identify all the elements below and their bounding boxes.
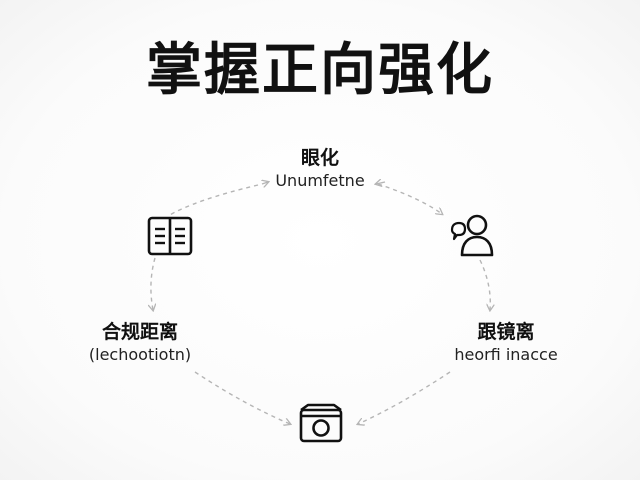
node-top-label-group: 眼化 Unumfetne <box>220 146 420 192</box>
connector-left-to-left-label <box>151 257 155 310</box>
node-left-bottom-label-group: 合规距离 (lechootiotn) <box>40 320 240 366</box>
book-icon <box>147 216 193 256</box>
person-chat-icon <box>450 214 494 257</box>
diagram-title: 掌握正向强化 <box>146 38 494 103</box>
connector-top-to-right <box>377 183 442 214</box>
node-right-bottom-sublabel: heorfi inacce <box>454 345 558 364</box>
node-top-label: 眼化 <box>300 147 339 169</box>
node-top-sublabel: Unumfetne <box>275 171 365 190</box>
connector-left-label-to-bottom <box>194 371 290 424</box>
connector-top-to-left <box>167 184 259 217</box>
connector-right-to-right-label <box>479 259 490 310</box>
node-left-bottom-label: 合规距离 <box>101 321 178 343</box>
node-right-bottom-label: 跟镜离 <box>477 321 535 343</box>
node-right-bottom-label-group: 跟镜离 heorfi inacce <box>406 320 606 366</box>
node-left-bottom-sublabel: (lechootiotn) <box>88 345 192 364</box>
connector-top-to-left-head <box>376 182 386 184</box>
connector-left-to-top-head <box>262 182 268 184</box>
camera-box-icon <box>299 403 343 443</box>
connector-right-label-to-bottom <box>358 371 451 424</box>
